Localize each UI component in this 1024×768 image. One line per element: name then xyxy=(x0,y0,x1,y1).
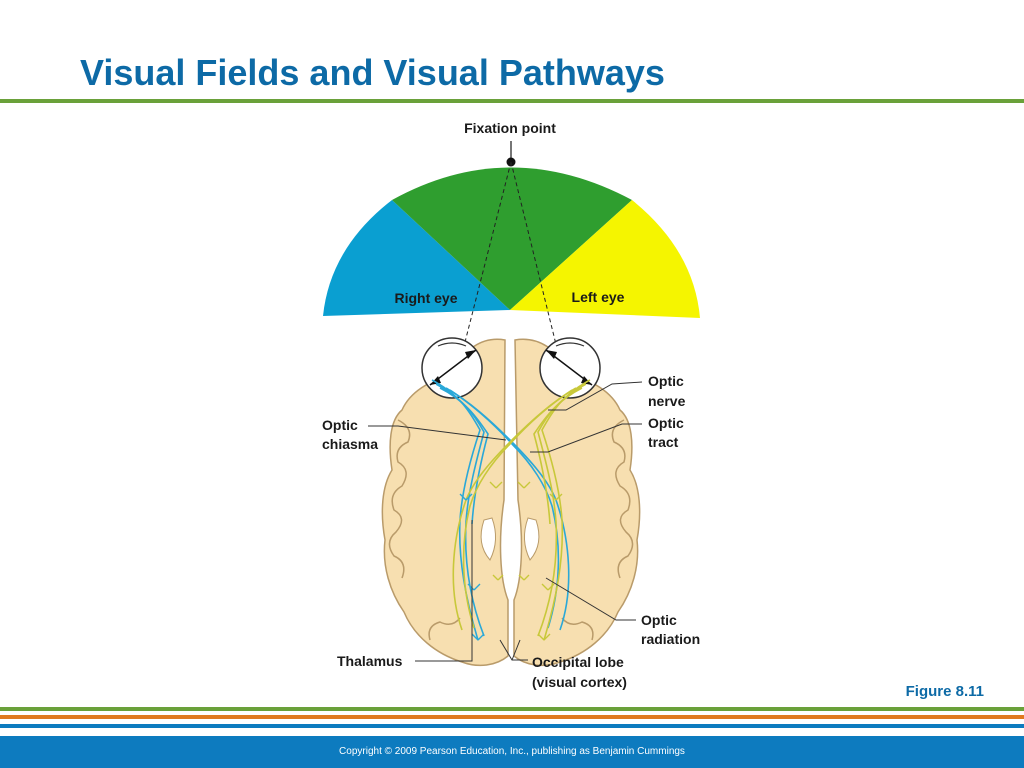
footer-rule-blue xyxy=(0,724,1024,728)
right-eye-field xyxy=(323,200,510,316)
pathway-left-crossing xyxy=(452,387,577,631)
brain xyxy=(381,338,641,667)
leader-optic-radiation xyxy=(545,577,636,621)
leader-optic-chiasma xyxy=(368,425,507,441)
label-fixation-point: Fixation point xyxy=(464,120,556,136)
label-right-eye: Right eye xyxy=(394,290,457,306)
footer-rule-orange xyxy=(0,715,1024,719)
label-optic-tract-1: Optic xyxy=(648,415,684,431)
ventricle-right xyxy=(480,517,496,561)
leader-occipital-lobe-2 xyxy=(511,639,521,661)
ventricle-left xyxy=(524,517,540,561)
label-optic-chiasma-1: Optic xyxy=(322,417,358,433)
cortex-folds-left xyxy=(561,419,634,641)
cortex-folds-right xyxy=(388,419,461,641)
label-optic-radiation-2: radiation xyxy=(641,631,700,647)
label-optic-nerve-1: Optic xyxy=(648,373,684,389)
visual-pathway-diagram: Fixation point Right eye Left eye Optic … xyxy=(322,120,700,690)
binocular-overlap-field xyxy=(392,167,632,310)
visual-field xyxy=(323,167,700,318)
leader-optic-nerve xyxy=(548,381,643,411)
label-optic-tract-2: tract xyxy=(648,434,679,450)
copyright-text: Copyright © 2009 Pearson Education, Inc.… xyxy=(339,746,685,757)
label-thalamus: Thalamus xyxy=(337,653,403,669)
left-eyeball xyxy=(539,337,601,399)
label-optic-nerve-2: nerve xyxy=(648,393,686,409)
label-optic-radiation-1: Optic xyxy=(641,612,677,628)
label-left-eye: Left eye xyxy=(572,289,625,305)
right-eyeball xyxy=(421,337,483,399)
midline-gap xyxy=(504,500,516,560)
synapse-branches xyxy=(459,481,563,641)
leader-lines xyxy=(368,381,643,662)
leader-optic-tract xyxy=(530,423,642,453)
label-optic-chiasma-2: chiasma xyxy=(322,436,378,452)
pathway-right-crossing xyxy=(445,387,570,631)
title-rule xyxy=(0,99,1024,103)
figure-label: Figure 8.11 xyxy=(905,683,984,700)
label-occipital-lobe-1: Occipital lobe xyxy=(532,654,624,670)
left-eye-field xyxy=(510,200,700,318)
label-occipital-lobe-2: (visual cortex) xyxy=(532,674,627,690)
slide-title: Visual Fields and Visual Pathways xyxy=(80,52,665,93)
footer-rule-green xyxy=(0,707,1024,711)
footer-bar xyxy=(0,736,1024,768)
leader-thalamus xyxy=(415,520,473,662)
